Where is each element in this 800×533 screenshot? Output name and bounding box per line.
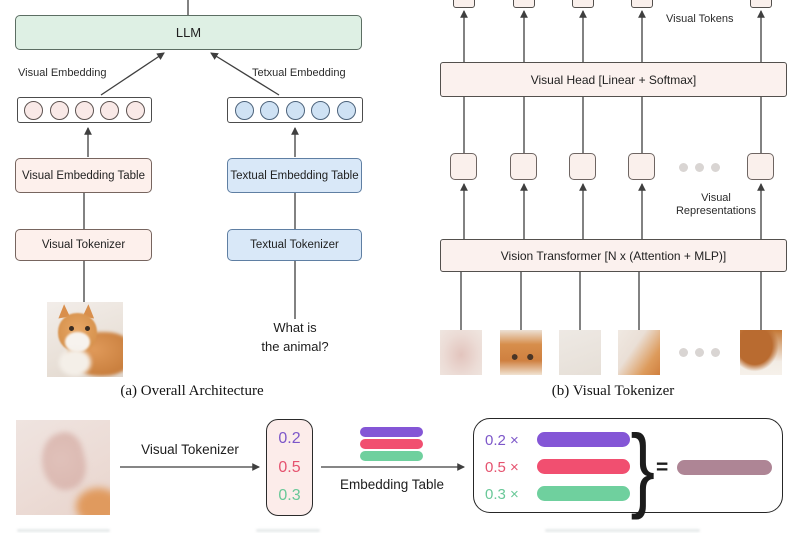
cutoff-caption-fragment bbox=[545, 529, 700, 532]
visual-representation-square bbox=[628, 153, 655, 180]
weighted-term-purple: 0.2 × bbox=[485, 432, 519, 449]
weighted-term-red: 0.5 × bbox=[485, 459, 519, 476]
cat-ear-shape bbox=[58, 304, 70, 319]
visual-representation-square bbox=[510, 153, 537, 180]
cutoff-caption-fragment bbox=[17, 529, 110, 532]
visual-token-circle bbox=[74, 100, 94, 120]
llm-box: LLM bbox=[15, 15, 362, 50]
visual-representation-square bbox=[569, 153, 596, 180]
vision-transformer-label: Vision Transformer [N x (Attention + MLP… bbox=[500, 248, 727, 263]
textual-token-circle bbox=[234, 100, 254, 120]
textual-embedding-vector bbox=[227, 97, 363, 123]
cat-eye-shape bbox=[69, 326, 75, 331]
visual-tokenizer-label: Visual Tokenizer bbox=[41, 239, 126, 251]
caption-b: (b) Visual Tokenizer bbox=[551, 383, 675, 399]
textual-embedding-table-box: Textual Embedding Table bbox=[227, 158, 362, 193]
llm-label: LLM bbox=[175, 25, 202, 40]
visual-head-label: Visual Head [Linear + Softmax] bbox=[530, 72, 697, 87]
cat-ear-shape bbox=[82, 304, 95, 319]
cat-eye-shape bbox=[85, 326, 90, 331]
ear-patch-photo bbox=[16, 420, 110, 515]
visual-head-box: Visual Head [Linear + Softmax] bbox=[440, 62, 787, 97]
equals-sign: = bbox=[656, 456, 669, 479]
weighted-term-green: 0.3 × bbox=[485, 486, 519, 503]
weighted-bar-green bbox=[537, 486, 630, 501]
visual-token-circle bbox=[24, 100, 44, 120]
embedding-bar-green bbox=[360, 451, 423, 461]
visual-token-box bbox=[631, 0, 653, 8]
visual-token-box bbox=[453, 0, 475, 8]
image-patch-3 bbox=[559, 330, 601, 375]
textual-token-circle bbox=[260, 100, 279, 120]
embedding-bar-red bbox=[360, 439, 423, 449]
visual-representations-label: Visual Representations bbox=[671, 192, 761, 218]
cat-chest-shape bbox=[59, 348, 92, 376]
visual-tokenizer-box: Visual Tokenizer bbox=[15, 229, 152, 261]
ellipsis-dots bbox=[679, 163, 720, 172]
vision-transformer-box: Vision Transformer [N x (Attention + MLP… bbox=[440, 239, 787, 272]
embedding-table-arrow-label: Embedding Table bbox=[339, 477, 445, 492]
image-patch-2 bbox=[500, 330, 542, 375]
cat-photo bbox=[47, 302, 123, 377]
textual-embedding-label: Tetxual Embedding bbox=[252, 67, 346, 79]
result-embedding-bar bbox=[677, 460, 772, 475]
textual-token-circle bbox=[311, 100, 330, 120]
textual-token-circle bbox=[285, 100, 305, 120]
textual-tokenizer-box: Textual Tokenizer bbox=[227, 229, 362, 261]
cat-muzzle-shape bbox=[65, 332, 90, 352]
visual-tokenizer-arrow-label: Visual Tokenizer bbox=[141, 442, 239, 457]
question-line-1: What is bbox=[273, 320, 317, 335]
fur-shape bbox=[76, 488, 110, 515]
visual-embedding-label: Visual Embedding bbox=[18, 67, 107, 79]
ellipsis-dots bbox=[679, 348, 720, 357]
weighted-bar-purple bbox=[537, 432, 630, 447]
visual-embedding-vector bbox=[17, 97, 152, 123]
textual-embedding-table-label: Textual Embedding Table bbox=[230, 169, 359, 182]
visual-representation-square bbox=[747, 153, 774, 180]
ear-shape bbox=[36, 428, 92, 495]
probability-vector-box: 0.2 0.5 0.3 bbox=[266, 419, 313, 516]
textual-token-circle bbox=[336, 100, 356, 120]
image-patch-4 bbox=[618, 330, 660, 375]
visual-token-circle bbox=[125, 100, 145, 120]
probability-value-green: 0.3 bbox=[278, 486, 301, 504]
embedding-bar-purple bbox=[360, 427, 423, 437]
image-patch-1 bbox=[440, 330, 482, 375]
visual-representations-line-1: Visual bbox=[701, 192, 731, 204]
visual-representation-square bbox=[450, 153, 477, 180]
caption-a: (a) Overall Architecture bbox=[120, 383, 264, 399]
question-text: What is the animal? bbox=[245, 319, 345, 357]
visual-embedding-table-box: Visual Embedding Table bbox=[15, 158, 152, 193]
cutoff-caption-fragment bbox=[256, 529, 320, 532]
textual-tokenizer-label: Textual Tokenizer bbox=[250, 239, 339, 251]
probability-value-red: 0.5 bbox=[278, 458, 301, 476]
visual-embedding-table-label: Visual Embedding Table bbox=[22, 169, 145, 182]
visual-token-box bbox=[513, 0, 535, 8]
probability-value-purple: 0.2 bbox=[278, 430, 301, 448]
visual-tokens-label: Visual Tokens bbox=[666, 13, 734, 25]
visual-token-circle bbox=[49, 100, 69, 120]
visual-token-box bbox=[572, 0, 594, 8]
visual-token-box bbox=[750, 0, 772, 8]
curly-brace: } bbox=[630, 415, 655, 520]
question-line-2: the animal? bbox=[261, 338, 329, 354]
weighted-bar-red bbox=[537, 459, 630, 474]
image-patch-5 bbox=[740, 330, 782, 375]
visual-token-circle bbox=[100, 100, 120, 120]
visual-representations-line-2: Representations bbox=[675, 204, 757, 217]
